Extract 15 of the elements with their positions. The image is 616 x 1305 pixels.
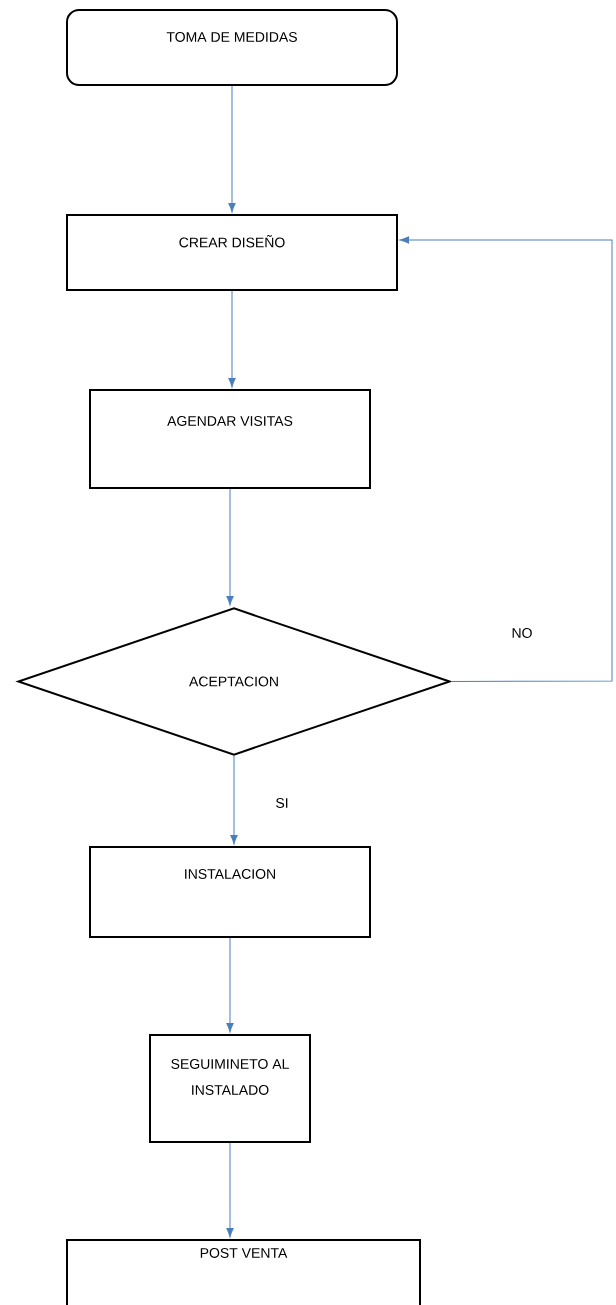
arrow (228, 290, 236, 388)
arrow (226, 1142, 234, 1238)
arrow (399, 236, 613, 682)
arrow (228, 85, 236, 213)
arrow (226, 937, 234, 1033)
process-box: POST VENTA (66, 1239, 421, 1305)
arrow (226, 488, 234, 606)
process-box: CREAR DISEÑO (66, 214, 398, 291)
process-box: INSTALACION (89, 846, 371, 938)
edge-label: SI (273, 796, 291, 810)
start-box: TOMA DE MEDIDAS (66, 9, 398, 86)
process-box: SEGUIMINETO AL INSTALADO (149, 1034, 311, 1143)
edge-label: NO (509, 626, 535, 640)
arrow (230, 755, 238, 845)
process-box: AGENDAR VISITAS (89, 389, 371, 489)
